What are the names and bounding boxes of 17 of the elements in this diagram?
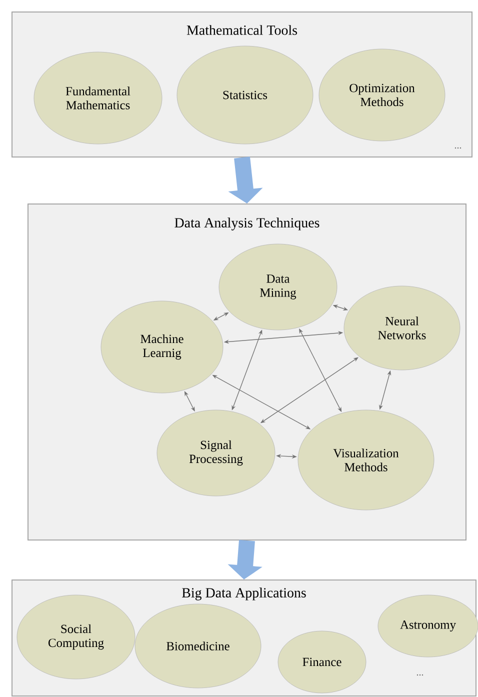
panel-title: Mathematical Tools <box>186 25 297 35</box>
panel-title: Big Data Applications <box>182 588 306 600</box>
ellipse-node: Machine Learnig <box>100 300 224 394</box>
ellipse-node: Signal Processing <box>156 410 276 496</box>
ellipsis: ... <box>416 674 424 676</box>
ellipse-node: Statistics <box>176 46 314 144</box>
ellipse-node: Social Computing <box>16 594 136 680</box>
ellipse-node: Visualization Methods <box>298 410 434 510</box>
ellipse-node: Biomedicine <box>134 604 262 688</box>
ellipse-node: Astronomy <box>378 594 478 658</box>
panel-title: Data Analysis Techniques <box>174 218 320 230</box>
ellipse-node: Finance <box>278 630 366 694</box>
ellipse-node: Neural Networks <box>344 286 460 370</box>
ellipse-node: Optimization Methods <box>318 48 446 142</box>
ellipsis: ... <box>454 147 462 149</box>
ellipse-node: Fundamental Mathematics <box>34 52 162 144</box>
ellipse-node: Data Mining <box>218 244 338 330</box>
